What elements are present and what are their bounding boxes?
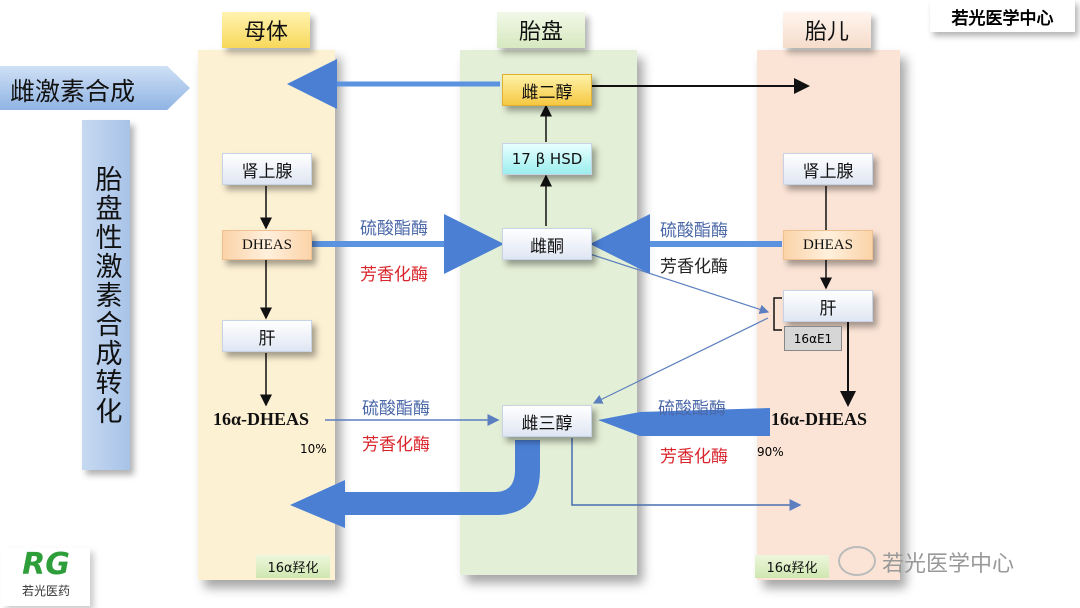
- aromatase-label: 芳香化酶: [360, 265, 428, 285]
- mother-header: 母体: [222, 12, 310, 48]
- mother-dheas-box: DHEAS: [222, 230, 312, 260]
- logo: RG 若光医药: [2, 548, 90, 606]
- fetus-liver-box: 肝: [783, 290, 873, 322]
- logo-text: 若光医药: [21, 584, 70, 598]
- 17b-hsd-box: 17 β HSD: [502, 143, 592, 175]
- fetus-dheas-box: DHEAS: [783, 230, 873, 260]
- logo-mark: RG: [22, 547, 70, 582]
- placenta-header: 胎盘: [497, 12, 585, 48]
- arrow-f16a-estriol: [598, 408, 770, 436]
- arrow-estrone-liver: [589, 253, 770, 314]
- estradiol-box: 雌二醇: [502, 74, 592, 106]
- watermark-text: 若光医学中心: [882, 552, 1015, 577]
- mother-hydroxylation-tag: 16α羟化: [256, 555, 330, 578]
- mother-adrenal-box: 肾上腺: [222, 153, 312, 185]
- fetus-16a-dheas: 16α-DHEAS: [771, 409, 868, 429]
- fetus-hydroxylation-tag: 16α羟化: [755, 555, 829, 578]
- brand-box: 若光医学中心: [930, 0, 1075, 32]
- mother-16a-dheas: 16α-DHEAS: [213, 409, 310, 429]
- wechat-icon: [838, 546, 876, 576]
- mother-liver-box: 肝: [222, 320, 312, 352]
- vertical-title: 胎盘性激素合成转化: [82, 120, 130, 470]
- fetus-percent: 90%: [757, 445, 784, 459]
- sulfatase-label: 硫酸酯酶: [360, 219, 428, 239]
- fetus-header: 胎儿: [783, 12, 871, 48]
- sulfatase-label: 硫酸酯酶: [362, 399, 430, 419]
- arrow-estriol-to-mother: [290, 440, 540, 528]
- arrow-liver-estriol: [592, 317, 769, 404]
- placenta-column: [460, 50, 637, 575]
- fetus-16ae1-box: 16αE1: [784, 326, 842, 351]
- mother-percent: 10%: [300, 442, 327, 456]
- estrogen-synthesis-banner: 雌激素合成: [0, 66, 190, 110]
- aromatase-label: 芳香化酶: [362, 435, 430, 455]
- arrow-estriol-to-fetus: [571, 438, 802, 511]
- banner-label: 雌激素合成: [10, 77, 136, 106]
- estriol-box: 雌三醇: [502, 405, 592, 437]
- sulfatase-label: 硫酸酯酶: [658, 399, 726, 419]
- aromatase-label: 芳香化酶: [660, 257, 728, 277]
- aromatase-label: 芳香化酶: [660, 447, 728, 467]
- fetus-adrenal-box: 肾上腺: [783, 153, 873, 185]
- sulfatase-label: 硫酸酯酶: [660, 221, 728, 241]
- bracket: [773, 297, 782, 331]
- estrone-box: 雌酮: [502, 228, 592, 260]
